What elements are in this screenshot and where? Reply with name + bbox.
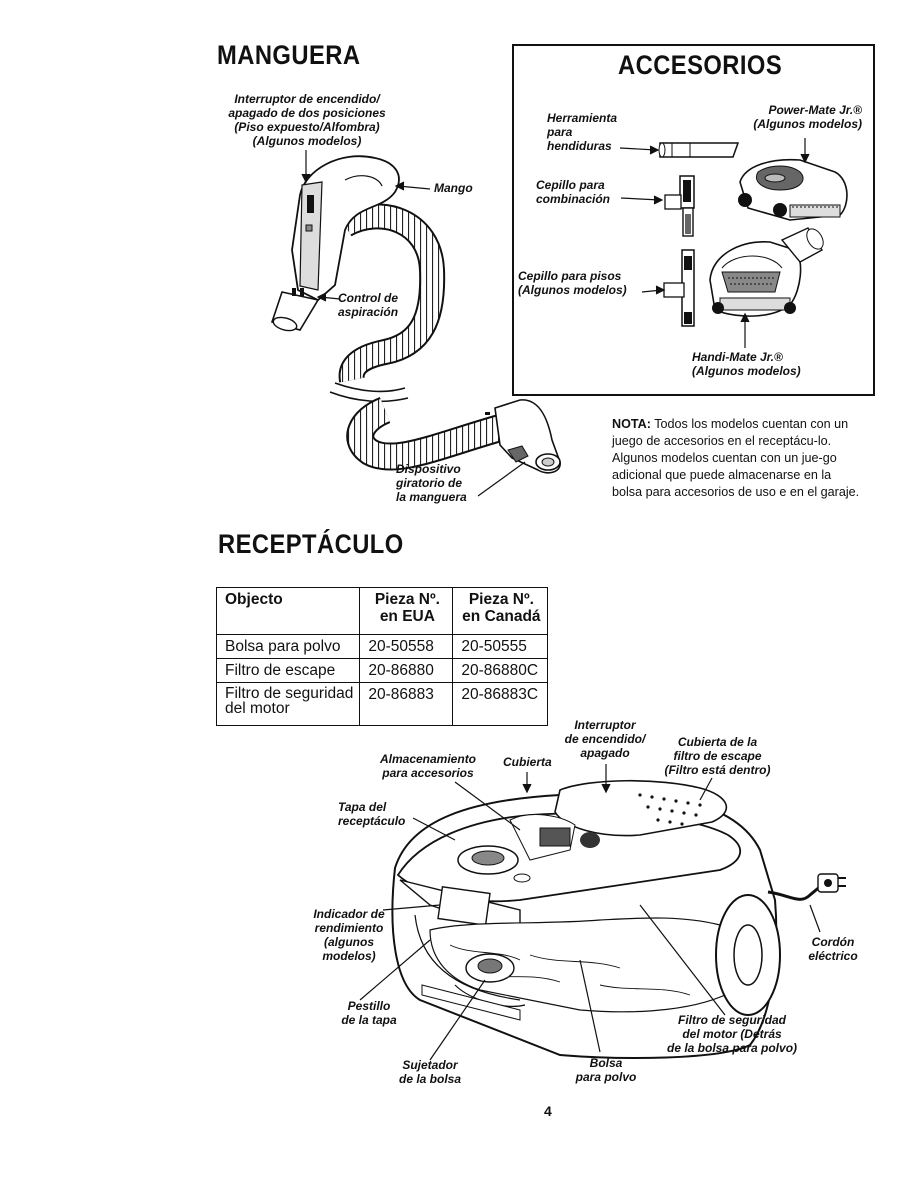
canister-drawing (391, 779, 846, 1059)
table-cell: 20-86880C (452, 658, 549, 683)
exhaust-cover-label: Cubierta de la filtro de escape (Filtro … (664, 735, 771, 777)
motor-filter-label: Filtro de seguridad del motor (Detrás de… (666, 1013, 798, 1055)
table-cell: Filtro de seguridad del motor (215, 682, 361, 726)
accesorios-title: ACCESORIOS (618, 50, 783, 80)
combination-brush-label: Cepillo para combinación (536, 178, 611, 206)
parts-table: Objecto Pieza Nº. en EUA Pieza Nº. en Ca… (215, 587, 549, 726)
hose-drawing (270, 155, 561, 474)
suction-control-label: Control de aspiración (338, 291, 399, 319)
nota-label: NOTA: (612, 417, 651, 431)
storage-label: Almacenamiento para accesorios (379, 752, 477, 780)
lid-label: Tapa del receptáculo (338, 800, 406, 828)
leader-lines (301, 138, 821, 1061)
hose-switch-label: Interruptor de encendido/ apagado de dos… (228, 92, 386, 148)
latch-label: Pestillo de la tapa (341, 999, 397, 1027)
floor-brush-label: Cepillo para pisos (Algunos modelos) (518, 269, 627, 297)
table-header-row: Objecto Pieza Nº. en EUA Pieza Nº. en Ca… (215, 587, 549, 635)
nota-text: Todos los modelos cuentan con un juego d… (612, 417, 860, 499)
table-row: Bolsa para polvo 20-50558 20-50555 (215, 634, 549, 659)
hose-handle-label: Mango (434, 181, 473, 195)
nota-paragraph: NOTA: Todos los modelos cuentan con un j… (612, 416, 862, 501)
table-cell: 20-86880 (359, 658, 454, 683)
table-cell: Bolsa para polvo (215, 634, 361, 659)
powermate-label: Power-Mate Jr.® (Algunos modelos) (753, 103, 862, 131)
accessory-drawings (658, 142, 848, 327)
bag-holder-label: Sujetador de la bolsa (398, 1058, 462, 1086)
accesorios-box (512, 44, 875, 396)
table-header-cell: Pieza Nº. en Canadá (452, 587, 549, 635)
table-cell: 20-86883C (452, 682, 549, 726)
table-header-cell: Pieza Nº. en EUA (359, 587, 454, 635)
manguera-title: MANGUERA (217, 40, 361, 70)
dust-bag-label: Bolsa para polvo (575, 1056, 637, 1084)
table-cell: 20-86883 (359, 682, 454, 726)
receptaculo-title: RECEPTÁCULO (218, 529, 404, 559)
indicator-label: Indicador de rendimiento (algunos modelo… (313, 907, 385, 963)
table-row: Filtro de seguridad del motor 20-86883 2… (215, 682, 549, 726)
page-number: 4 (544, 1103, 552, 1119)
table-cell: 20-50555 (452, 634, 549, 659)
table-cell: 20-50558 (359, 634, 454, 659)
handimate-label: Handi-Mate Jr.® (Algunos modelos) (692, 350, 801, 378)
table-cell: Filtro de escape (215, 658, 361, 683)
table-row: Filtro de escape 20-86880 20-86880C (215, 658, 549, 683)
switch-label: Interruptor de encendido/ apagado (564, 718, 646, 760)
table-header-cell: Objecto (215, 587, 361, 635)
crevice-tool-label: Herramienta para hendiduras (547, 111, 618, 153)
cover-label: Cubierta (503, 755, 552, 769)
hose-swivel-label: Dispositivo giratorio de la manguera (396, 462, 467, 504)
cord-label: Cordón eléctrico (808, 935, 858, 963)
